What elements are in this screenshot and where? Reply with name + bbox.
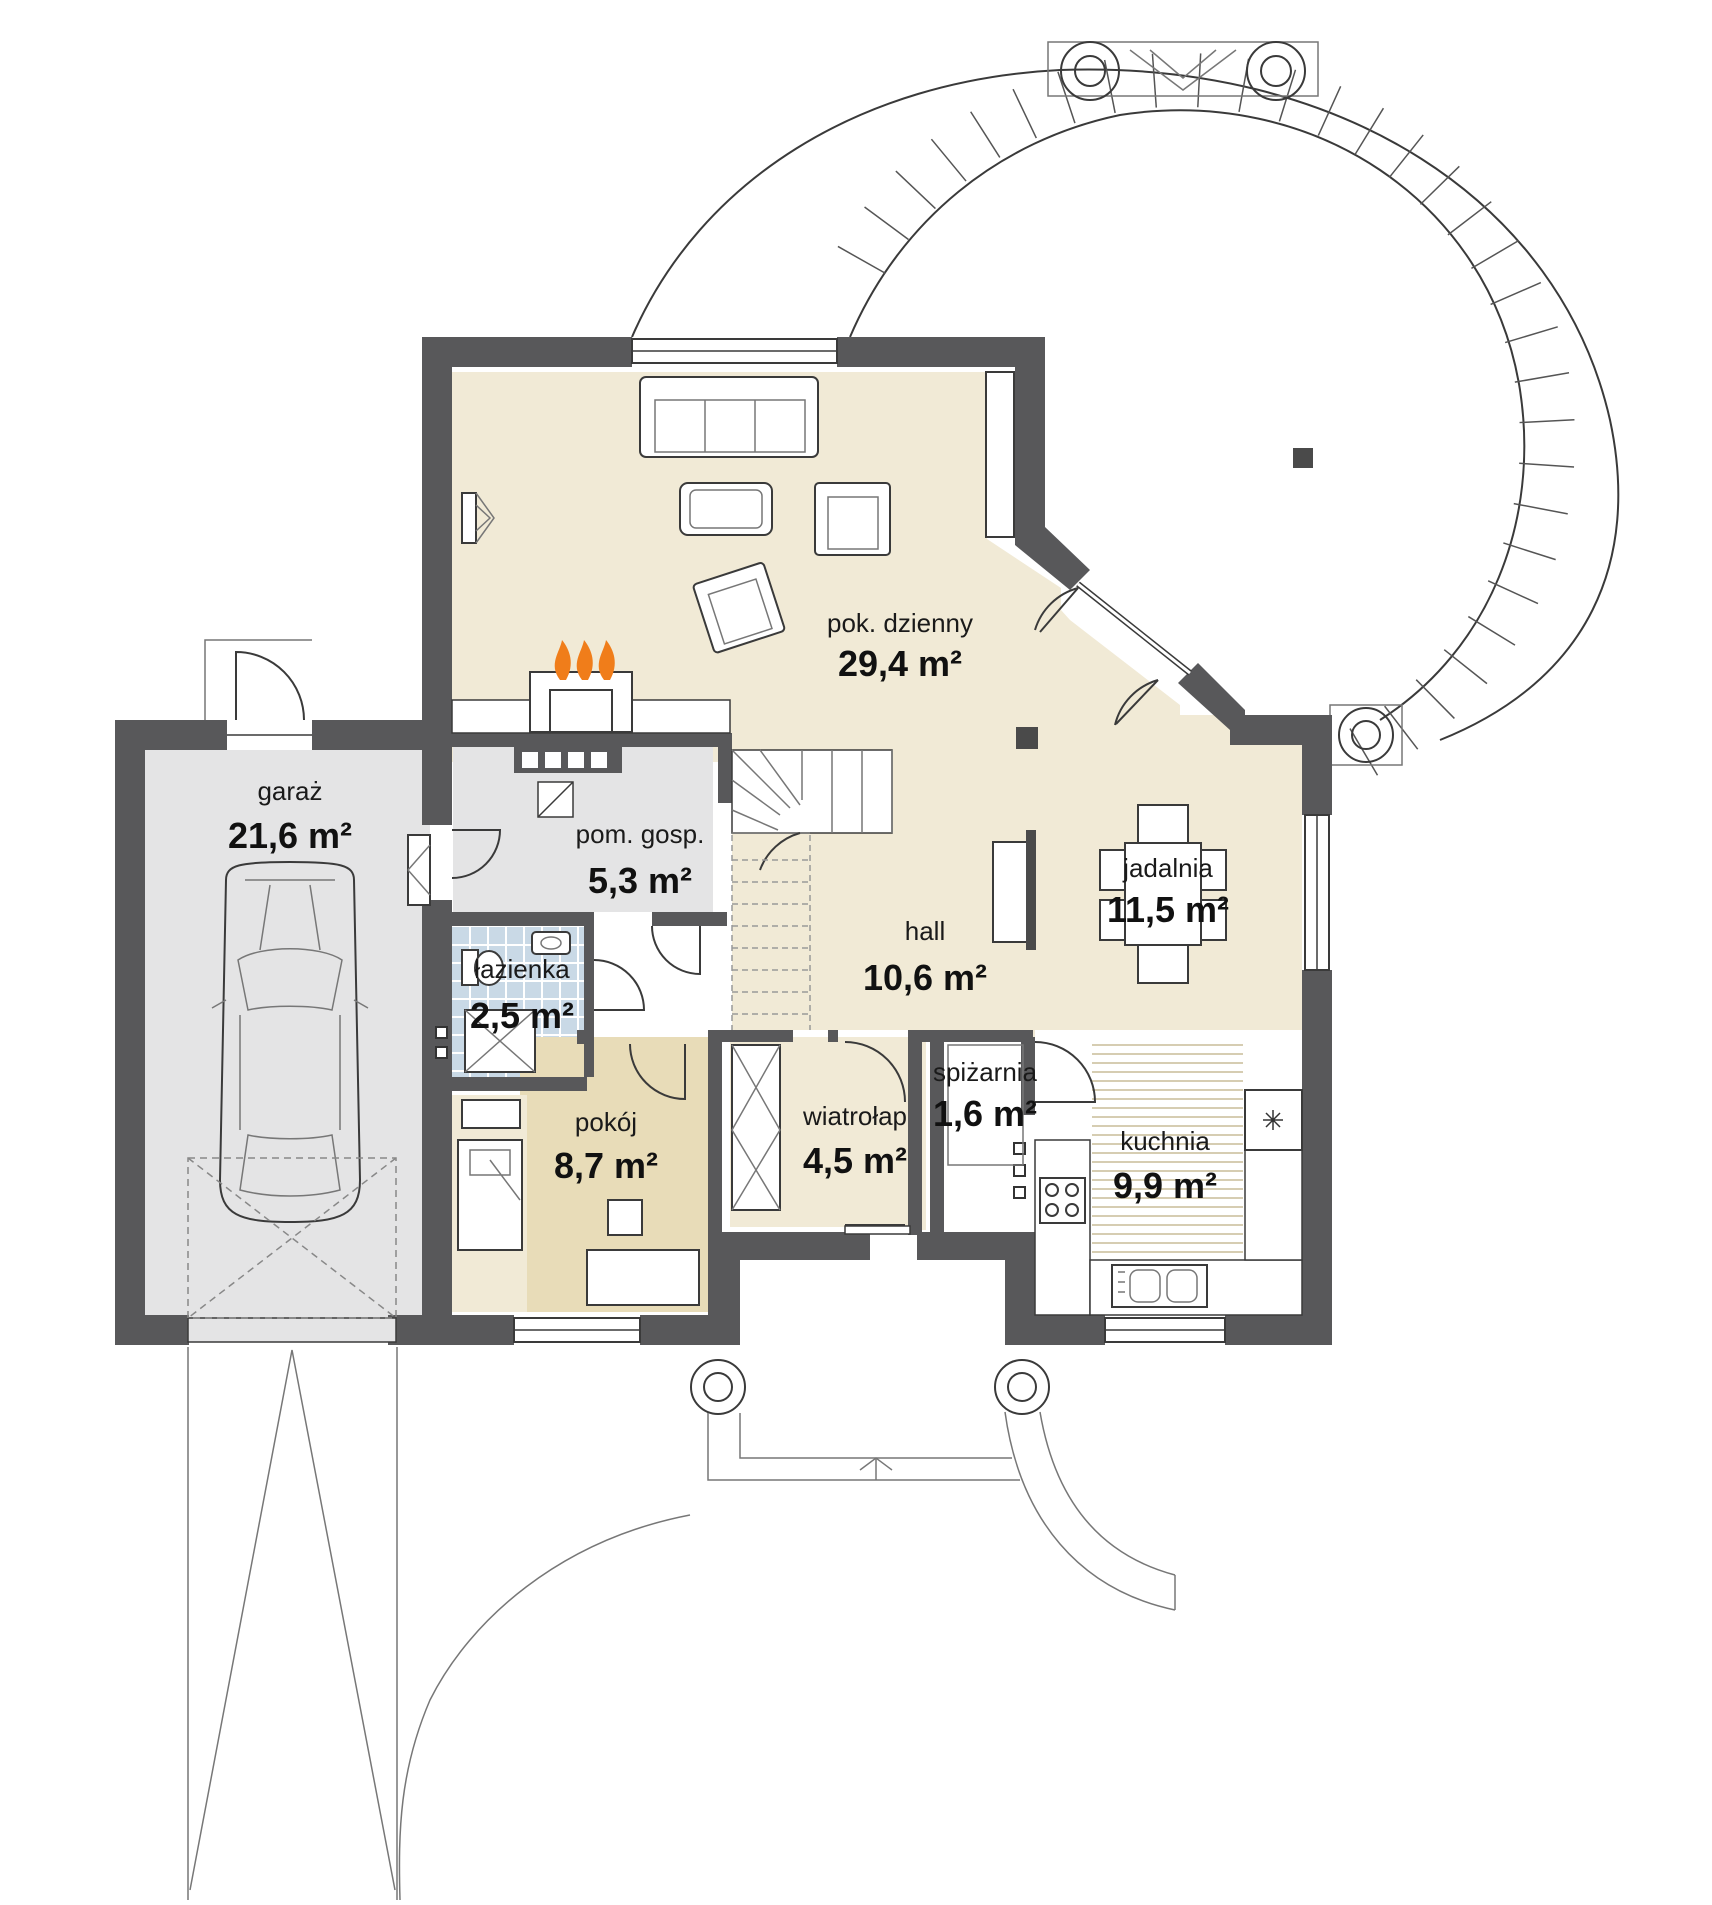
room-name-hall: hall xyxy=(905,916,945,946)
room-area-room: 8,7 m² xyxy=(554,1145,658,1186)
pattern-line xyxy=(1514,372,1570,383)
fireplace xyxy=(451,640,731,818)
room-area-utility: 5,3 m² xyxy=(588,860,692,901)
room-area-garage: 21,6 m² xyxy=(228,815,352,856)
stairs-lower xyxy=(731,835,811,1030)
room-name-room: pokój xyxy=(575,1107,637,1137)
pattern-line xyxy=(1415,679,1455,719)
car-icon xyxy=(211,860,369,1224)
pattern-line xyxy=(1503,542,1556,561)
walls xyxy=(115,337,1332,1345)
pattern-line xyxy=(1388,134,1424,178)
pattern-line xyxy=(895,170,936,210)
room-area-hall: 10,6 m² xyxy=(863,957,987,998)
windows xyxy=(187,338,1330,1343)
toilet-icon xyxy=(461,949,479,986)
pattern-line xyxy=(1151,53,1158,108)
pattern-line xyxy=(1419,165,1460,205)
room-name-kitchen: kuchnia xyxy=(1120,1126,1210,1156)
pattern-line xyxy=(1103,59,1116,114)
pattern-line xyxy=(930,138,967,182)
pattern-line xyxy=(1354,107,1385,155)
pattern-line xyxy=(1057,71,1076,124)
terrace-columns-top xyxy=(1047,41,1319,101)
room-name-pantry: spiżarnia xyxy=(933,1057,1038,1087)
pattern-line xyxy=(1349,728,1379,776)
pattern-line xyxy=(1519,418,1575,424)
pattern-line xyxy=(1471,239,1519,270)
pattern-line xyxy=(970,111,1001,158)
kitchen-floor-stripes xyxy=(1092,1044,1243,1253)
pattern-line xyxy=(1447,201,1492,236)
pantry-shelves xyxy=(947,1044,1024,1166)
room-name-utility: pom. gosp. xyxy=(576,819,705,849)
room-area-pantry: 1,6 m² xyxy=(933,1093,1037,1134)
bathroom-fixtures xyxy=(461,931,571,1073)
dining-table xyxy=(1099,804,1227,984)
pattern-line xyxy=(1487,580,1539,605)
pattern-line xyxy=(837,245,886,275)
kitchen-fixtures xyxy=(1034,1089,1303,1316)
living-furniture xyxy=(461,371,1038,749)
room-name-bathroom: łazienka xyxy=(474,954,570,984)
pattern-line xyxy=(1012,88,1037,139)
room-name-dining: jadalnia xyxy=(1122,853,1213,883)
pattern-line xyxy=(1490,281,1542,306)
room-name-living: pok. dzienny xyxy=(827,608,973,638)
bedroom-furniture xyxy=(457,1099,700,1306)
room-area-vestibule: 4,5 m² xyxy=(803,1140,907,1181)
staircase xyxy=(731,749,893,1030)
pattern-line xyxy=(1504,326,1558,344)
garage-steps xyxy=(407,834,431,906)
pattern-line xyxy=(864,206,909,241)
garage-door-swing xyxy=(187,1157,397,1319)
driveway xyxy=(187,1347,398,1900)
pattern-line xyxy=(1384,705,1419,750)
stove-icon xyxy=(1039,1177,1086,1224)
room-area-kitchen: 9,9 m² xyxy=(1113,1165,1217,1206)
room-name-vestibule: wiatrołap xyxy=(802,1101,907,1131)
room-area-dining: 11,5 m² xyxy=(1107,889,1229,930)
room-labels: pok. dzienny 29,4 m² garaż 21,6 m² pom. … xyxy=(228,608,1229,1206)
wardrobe xyxy=(731,1044,781,1211)
entrance-area xyxy=(398,1359,1176,1901)
terrace-arc xyxy=(631,41,1620,776)
pattern-line xyxy=(1519,462,1575,468)
room-name-garage: garaż xyxy=(257,776,322,806)
pattern-line xyxy=(1513,502,1568,515)
doors xyxy=(204,587,1159,1235)
fireplace-flame-icon xyxy=(554,640,615,680)
room-area-living: 29,4 m² xyxy=(838,643,962,684)
pattern-line xyxy=(1317,86,1342,136)
pattern-line xyxy=(1443,649,1488,685)
pattern-line xyxy=(1467,615,1516,646)
hall-partition xyxy=(992,830,1036,950)
sink-icon xyxy=(1111,1264,1208,1308)
refrigerator-icon xyxy=(1244,1089,1303,1151)
terrace-post xyxy=(1293,448,1313,468)
pattern-line xyxy=(1197,53,1202,108)
room-area-bathroom: 2,5 m² xyxy=(470,995,574,1036)
